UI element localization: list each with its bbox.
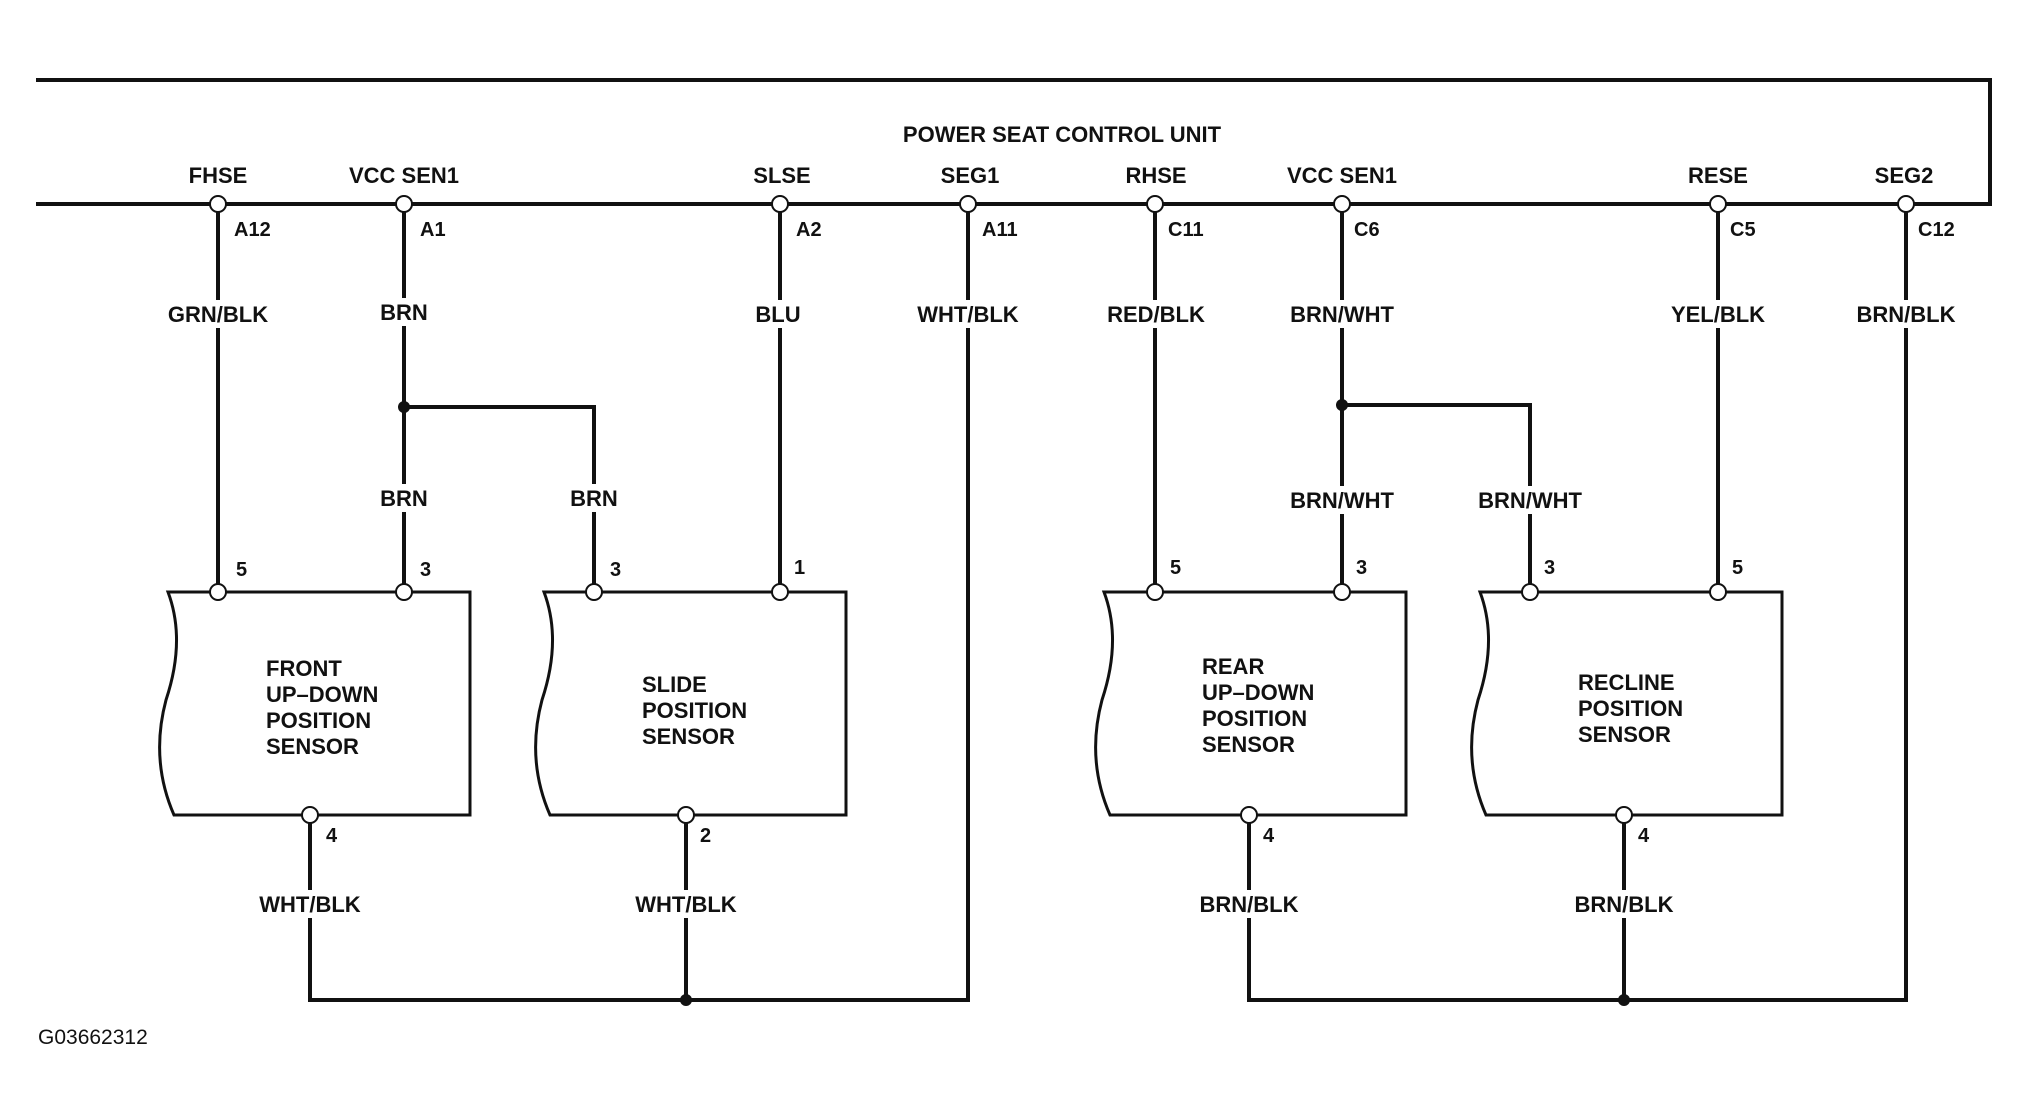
label-rhse: RHSE: [1125, 163, 1186, 188]
terminal-slide-1: [771, 583, 789, 601]
terminal-rear-3: [1333, 583, 1351, 601]
front-sensor-line: SENSOR: [266, 734, 359, 759]
front-sensor-name: FRONT UP–DOWN POSITION SENSOR: [266, 656, 385, 759]
recline-position-sensor: [1470, 590, 1784, 817]
front-sensor-line: POSITION: [266, 708, 371, 733]
recline-sensor-line: POSITION: [1578, 696, 1683, 721]
wire-color-seg1: WHT/BLK: [917, 302, 1019, 327]
label-seg1: SEG1: [941, 163, 1000, 188]
slide-pin-bottom: 2: [700, 825, 711, 847]
recline-sensor-name: RECLINE POSITION SENSOR: [1578, 670, 1689, 747]
figure-code: G03662312: [38, 1026, 148, 1049]
front-pin-bottom: 4: [326, 825, 338, 847]
wire-color-rese: YEL/BLK: [1671, 302, 1765, 327]
terminal-slide-3: [585, 583, 603, 601]
splice-dot-ground-c: [1618, 994, 1630, 1006]
rear-pin-left: 5: [1170, 557, 1181, 579]
front-sensor-line: UP–DOWN: [266, 682, 378, 707]
label-seg2: SEG2: [1875, 163, 1934, 188]
rear-sensor-line: REAR: [1202, 654, 1264, 679]
pin-code-seg1: A11: [982, 219, 1018, 241]
front-up-down-position-sensor: [158, 590, 472, 817]
wire-color-ground-rear: BRN/BLK: [1200, 892, 1299, 917]
wire-color-ground-recline: BRN/BLK: [1575, 892, 1674, 917]
pin-code-seg2: C12: [1918, 219, 1955, 241]
wire-color-vcc-c-top: BRN/WHT: [1290, 302, 1394, 327]
recline-sensor-line: RECLINE: [1578, 670, 1675, 695]
terminal-recline-5: [1709, 583, 1727, 601]
wire-color-slse: BLU: [755, 302, 800, 327]
terminal-fhse: [209, 195, 227, 213]
wire-color-seg2: BRN/BLK: [1857, 302, 1956, 327]
wire-color-fhse: GRN/BLK: [168, 302, 268, 327]
terminal-slide-2: [677, 806, 695, 824]
slide-sensor-line: POSITION: [642, 698, 747, 723]
rear-sensor-line: POSITION: [1202, 706, 1307, 731]
front-sensor-line: FRONT: [266, 656, 342, 681]
connector-pin-codes: A12 A1 A2 A11 C11 C6 C5 C12: [234, 219, 1955, 241]
terminal-seg2: [1897, 195, 1915, 213]
rear-pin-right: 3: [1356, 557, 1367, 579]
pin-code-vcc-sen1-a: A1: [420, 219, 446, 241]
wire-color-vcc-c-recline: BRN/WHT: [1478, 488, 1582, 513]
connector-labels: FHSE VCC SEN1 SLSE SEG1 RHSE VCC SEN1 RE…: [189, 163, 1934, 188]
terminal-recline-4: [1615, 806, 1633, 824]
splice-dot-ground-a: [680, 994, 692, 1006]
label-vcc-sen1-a: VCC SEN1: [349, 163, 459, 188]
label-rese: RESE: [1688, 163, 1748, 188]
pin-code-rhse: C11: [1168, 219, 1204, 241]
slide-sensor-line: SLIDE: [642, 672, 707, 697]
label-fhse: FHSE: [189, 163, 248, 188]
rear-pin-bottom: 4: [1263, 825, 1275, 847]
pin-code-slse: A2: [796, 219, 822, 241]
terminal-vcc-sen1-a: [395, 195, 413, 213]
wire-color-vcc-a-top: BRN: [380, 300, 428, 325]
front-pin-left: 5: [236, 559, 247, 581]
wire-color-ground-slide: WHT/BLK: [635, 892, 737, 917]
terminal-front-3: [395, 583, 413, 601]
terminal-vcc-sen1-c: [1333, 195, 1351, 213]
terminal-rese: [1709, 195, 1727, 213]
rear-sensor-line: UP–DOWN: [1202, 680, 1314, 705]
wire-color-vcc-a-slide: BRN: [570, 486, 618, 511]
pin-code-rese: C5: [1730, 219, 1756, 241]
splice-dot-vcc-c: [1336, 399, 1348, 411]
terminal-seg1: [959, 195, 977, 213]
terminal-slse: [771, 195, 789, 213]
wire-color-vcc-c-rear: BRN/WHT: [1290, 488, 1394, 513]
recline-sensor-line: SENSOR: [1578, 722, 1671, 747]
sensor-pin-numbers: 5 3 4 3 1 2 5 3 4 3 5 4: [236, 557, 1743, 847]
slide-pin-right: 1: [794, 557, 805, 579]
slide-sensor-name: SLIDE POSITION SENSOR: [642, 672, 753, 749]
label-slse: SLSE: [753, 163, 810, 188]
wire-color-labels: GRN/BLK BRN BLU WHT/BLK RED/BLK BRN/WHT …: [168, 298, 1960, 918]
recline-pin-right: 5: [1732, 557, 1743, 579]
slide-pin-left: 3: [610, 559, 621, 581]
terminal-front-4: [301, 806, 319, 824]
control-unit-outline: [36, 78, 1992, 206]
label-vcc-sen1-c: VCC SEN1: [1287, 163, 1397, 188]
terminal-rear-4: [1240, 806, 1258, 824]
control-unit-title: POWER SEAT CONTROL UNIT: [903, 122, 1222, 147]
terminal-rear-5: [1146, 583, 1164, 601]
slide-position-sensor: [534, 590, 848, 817]
terminals: [209, 195, 1915, 824]
terminal-front-5: [209, 583, 227, 601]
pin-code-fhse: A12: [234, 219, 271, 241]
wire-color-rhse: RED/BLK: [1107, 302, 1205, 327]
splice-dot-vcc-a: [398, 401, 410, 413]
wire-color-ground-front: WHT/BLK: [259, 892, 361, 917]
slide-sensor-line: SENSOR: [642, 724, 735, 749]
pin-code-vcc-sen1-c: C6: [1354, 219, 1380, 241]
recline-pin-left: 3: [1544, 557, 1555, 579]
wire-color-vcc-a-front: BRN: [380, 486, 428, 511]
terminal-recline-3: [1521, 583, 1539, 601]
front-pin-right: 3: [420, 559, 431, 581]
rear-sensor-line: SENSOR: [1202, 732, 1295, 757]
rear-up-down-position-sensor: [1094, 590, 1408, 817]
rear-sensor-name: REAR UP–DOWN POSITION SENSOR: [1202, 654, 1321, 757]
terminal-rhse: [1146, 195, 1164, 213]
recline-pin-bottom: 4: [1638, 825, 1650, 847]
